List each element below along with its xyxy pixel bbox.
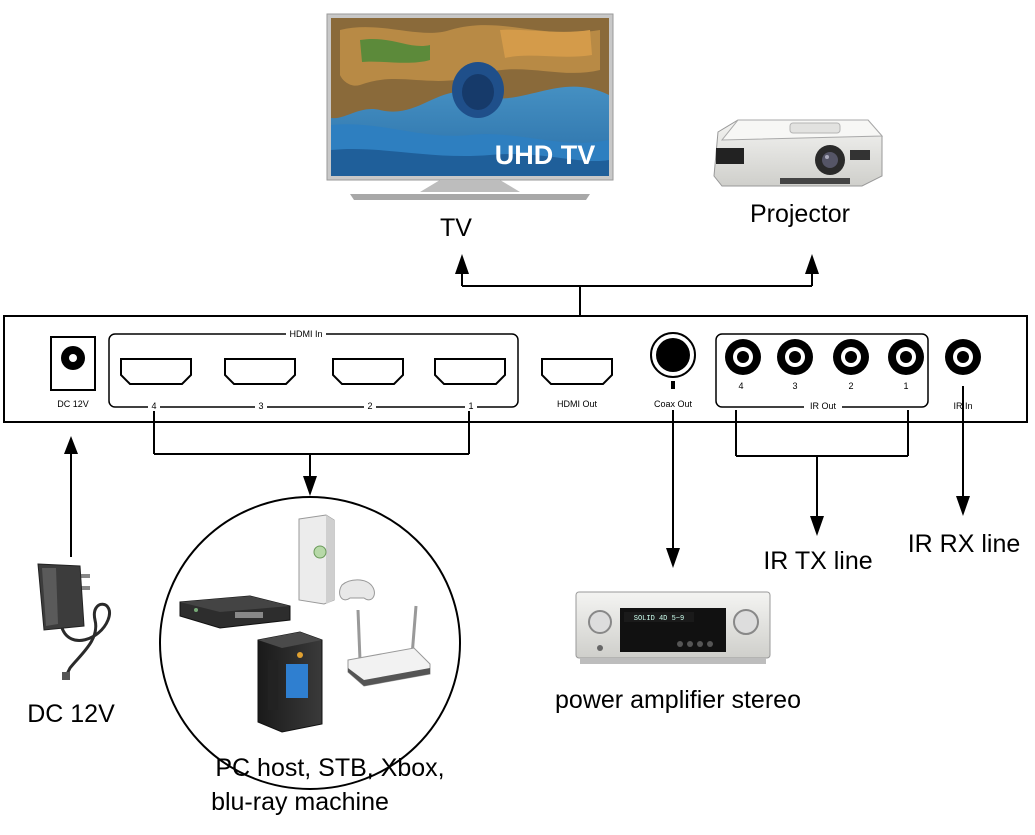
ir-out-port-3 bbox=[777, 339, 813, 375]
ir-tx-label: IR TX line bbox=[763, 547, 872, 575]
hdmi-in-number-2: 2 bbox=[367, 401, 372, 411]
ir-rx-arrow-icon bbox=[956, 496, 970, 516]
sources-label-line2: blu-ray machine bbox=[211, 788, 389, 816]
hdmi-in-label: HDMI In bbox=[289, 329, 322, 339]
ir-out-number-1: 1 bbox=[903, 381, 908, 391]
ir-out-port-1 bbox=[888, 339, 924, 375]
hdmi-in-port-4 bbox=[120, 358, 192, 385]
projector-image bbox=[713, 119, 884, 187]
router-image bbox=[347, 605, 431, 687]
ir-out-port-4 bbox=[725, 339, 761, 375]
ir-out-number-4: 4 bbox=[738, 381, 743, 391]
tv-image: UHD TV bbox=[326, 13, 614, 200]
ir-out-port-2 bbox=[833, 339, 869, 375]
power-adapter-image bbox=[37, 563, 111, 680]
ir-out-number-2: 2 bbox=[848, 381, 853, 391]
hdmi-in-port-3 bbox=[224, 358, 296, 385]
dc-arrow-icon bbox=[64, 436, 78, 454]
hdmi-in-number-3: 3 bbox=[258, 401, 263, 411]
ir-in-port bbox=[945, 339, 981, 375]
ir-out-number-3: 3 bbox=[792, 381, 797, 391]
coax-out-label: Coax Out bbox=[654, 399, 693, 409]
coax-out-port bbox=[650, 332, 696, 389]
ir-tx-arrow-icon bbox=[810, 516, 824, 536]
set-top-box-image bbox=[179, 595, 291, 629]
sources-label-line1: PC host, STB, Xbox, bbox=[215, 754, 444, 782]
xbox-image bbox=[298, 514, 375, 605]
sources-arrow-icon bbox=[303, 476, 317, 496]
hdmi-out-label: HDMI Out bbox=[557, 399, 598, 409]
amplifier-label: power amplifier stereo bbox=[555, 686, 801, 714]
projector-label: Projector bbox=[750, 200, 850, 228]
hdmi-in-number-1: 1 bbox=[468, 401, 473, 411]
ir-out-label: IR Out bbox=[810, 401, 837, 411]
hdmi-in-port-2 bbox=[332, 358, 404, 385]
amplifier-image: SOLID 4D 5~9 bbox=[575, 591, 771, 664]
tv-arrow-icon bbox=[455, 254, 469, 274]
projector-arrow-icon bbox=[805, 254, 819, 274]
tv-screen-text: UHD TV bbox=[495, 140, 596, 170]
dc-jack-label: DC 12V bbox=[57, 399, 89, 409]
hdmi-out-port bbox=[541, 358, 613, 385]
dc-jack bbox=[50, 336, 96, 391]
pc-tower-image bbox=[257, 631, 323, 733]
power-adapter-label: DC 12V bbox=[27, 700, 115, 728]
amplifier-arrow-icon bbox=[666, 548, 680, 568]
amplifier-display-text: SOLID 4D 5~9 bbox=[634, 615, 684, 623]
tv-label: TV bbox=[440, 214, 472, 242]
ir-rx-label: IR RX line bbox=[908, 530, 1021, 558]
hdmi-in-port-1 bbox=[434, 358, 506, 385]
hdmi-in-number-4: 4 bbox=[151, 401, 156, 411]
hdmi-in-lines bbox=[153, 411, 470, 478]
ir-out-lines bbox=[735, 410, 909, 518]
